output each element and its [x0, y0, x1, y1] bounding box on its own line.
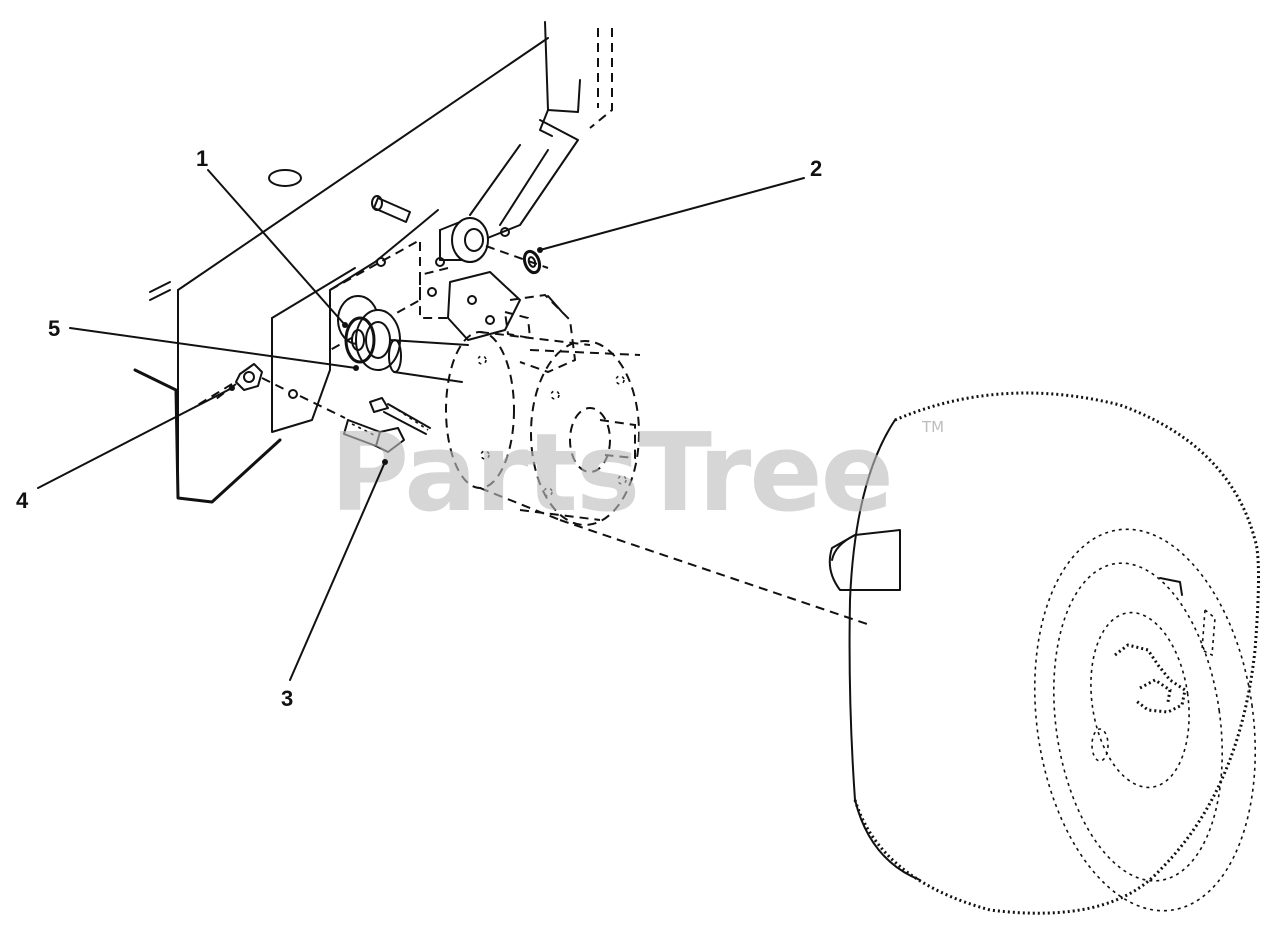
callout-5: 5: [48, 316, 60, 341]
watermark-text: PartsTree: [330, 411, 892, 536]
pivot-linkage: [371, 119, 579, 341]
callout-numbers: 1 2 3 4 5: [16, 146, 822, 711]
wheel-tire: [828, 391, 1260, 915]
cam-bracket: [503, 293, 577, 374]
watermark: PartsTree TM: [330, 411, 944, 536]
callout-4: 4: [16, 488, 29, 513]
wheel-hub: [445, 331, 641, 526]
callout-1: 1: [196, 146, 208, 171]
bolt-parts: [343, 397, 431, 453]
callout-3: 3: [281, 686, 293, 711]
axle-shaft: [388, 339, 469, 383]
callout-leaders: [37, 169, 805, 681]
mounting-bracket: [271, 209, 445, 433]
frame-plate: [133, 21, 613, 504]
callout-2: 2: [810, 156, 822, 181]
assembly-axis-line: [559, 519, 871, 626]
bearing-flange: [337, 295, 401, 371]
washer-part: [522, 249, 542, 275]
watermark-trademark: TM: [921, 418, 944, 436]
